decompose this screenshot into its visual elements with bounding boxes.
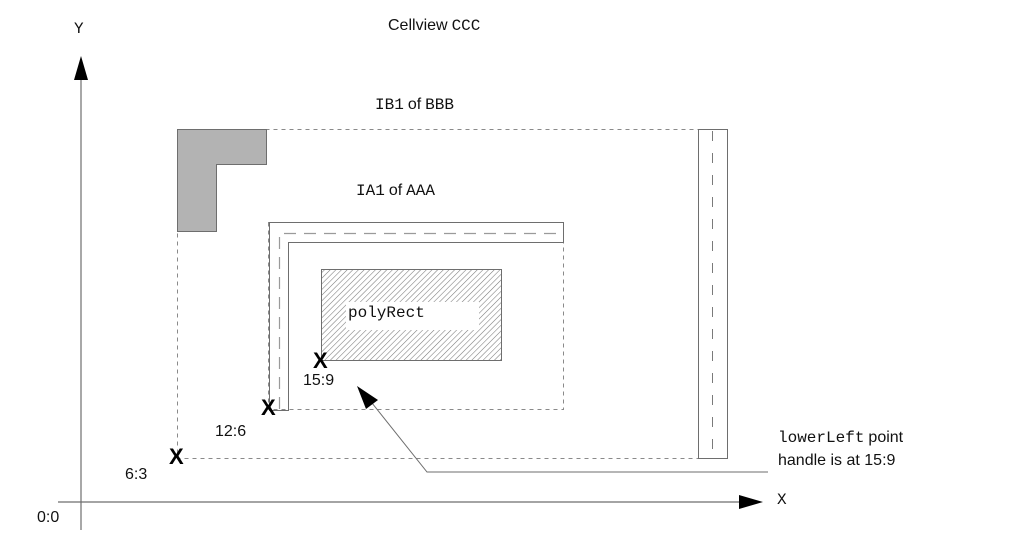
point-marker-6-3[interactable]: X [169,444,184,469]
ib1-instance-label: IB1 of BBB [375,96,454,114]
point-marker-15-9[interactable]: X [313,348,328,373]
polyrect-label-bg [346,302,479,330]
point-label-15-9: 15:9 [303,372,335,389]
ib1-of-text: of [407,96,422,113]
y-axis-arrowhead-icon [74,56,88,80]
callout-leader-line [367,397,768,473]
callout-line2: handle is at 15:9 [778,452,896,469]
ia1-of-text: of [388,182,403,199]
polyrect-label: polyRect [348,304,425,322]
point-marker-12-6[interactable]: X [261,395,276,420]
ia1-master-name: AAA [406,182,435,200]
ib1-master-name: BBB [425,96,454,114]
y-axis-label: Y [74,20,84,38]
l-shape-polygon[interactable] [177,129,267,232]
callout-line1: lowerLeft point [778,429,903,447]
ia1-instance-label: IA1 of AAA [356,182,435,200]
x-axis-arrowhead-icon [739,495,763,509]
cellview-title: Cellview CCC [388,17,480,35]
origin-label: 0:0 [37,509,60,526]
ia1-instance-name: IA1 [356,182,385,200]
ia1-l-path-centerline [278,232,563,409]
x-axis-label: X [777,491,787,509]
callout-code: lowerLeft [778,429,865,447]
point-label-6-3: 6:3 [125,466,148,483]
callout-line1-rest: point [868,429,904,446]
cellview-name: CCC [451,17,481,35]
ib1-instance-name: IB1 [375,96,404,114]
callout-arrowhead-icon [357,386,378,409]
point-label-12-6: 12:6 [215,423,247,440]
ia1-l-path-shape[interactable] [269,222,564,411]
cellview-title-prefix: Cellview [388,17,448,34]
